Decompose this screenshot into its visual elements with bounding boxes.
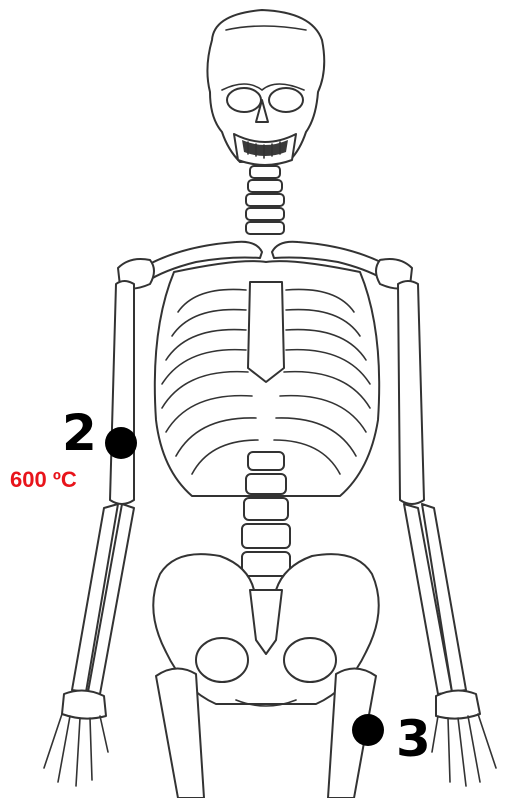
marker-2-dot <box>105 427 137 459</box>
skull <box>207 10 324 165</box>
marker-2-label: 2 <box>62 408 97 458</box>
cervical-spine <box>246 166 284 234</box>
marker-3-label: 3 <box>396 714 431 764</box>
left-arm <box>44 281 134 786</box>
marker-2-temperature: 600 ºC <box>10 469 77 491</box>
marker-3-dot <box>352 714 384 746</box>
